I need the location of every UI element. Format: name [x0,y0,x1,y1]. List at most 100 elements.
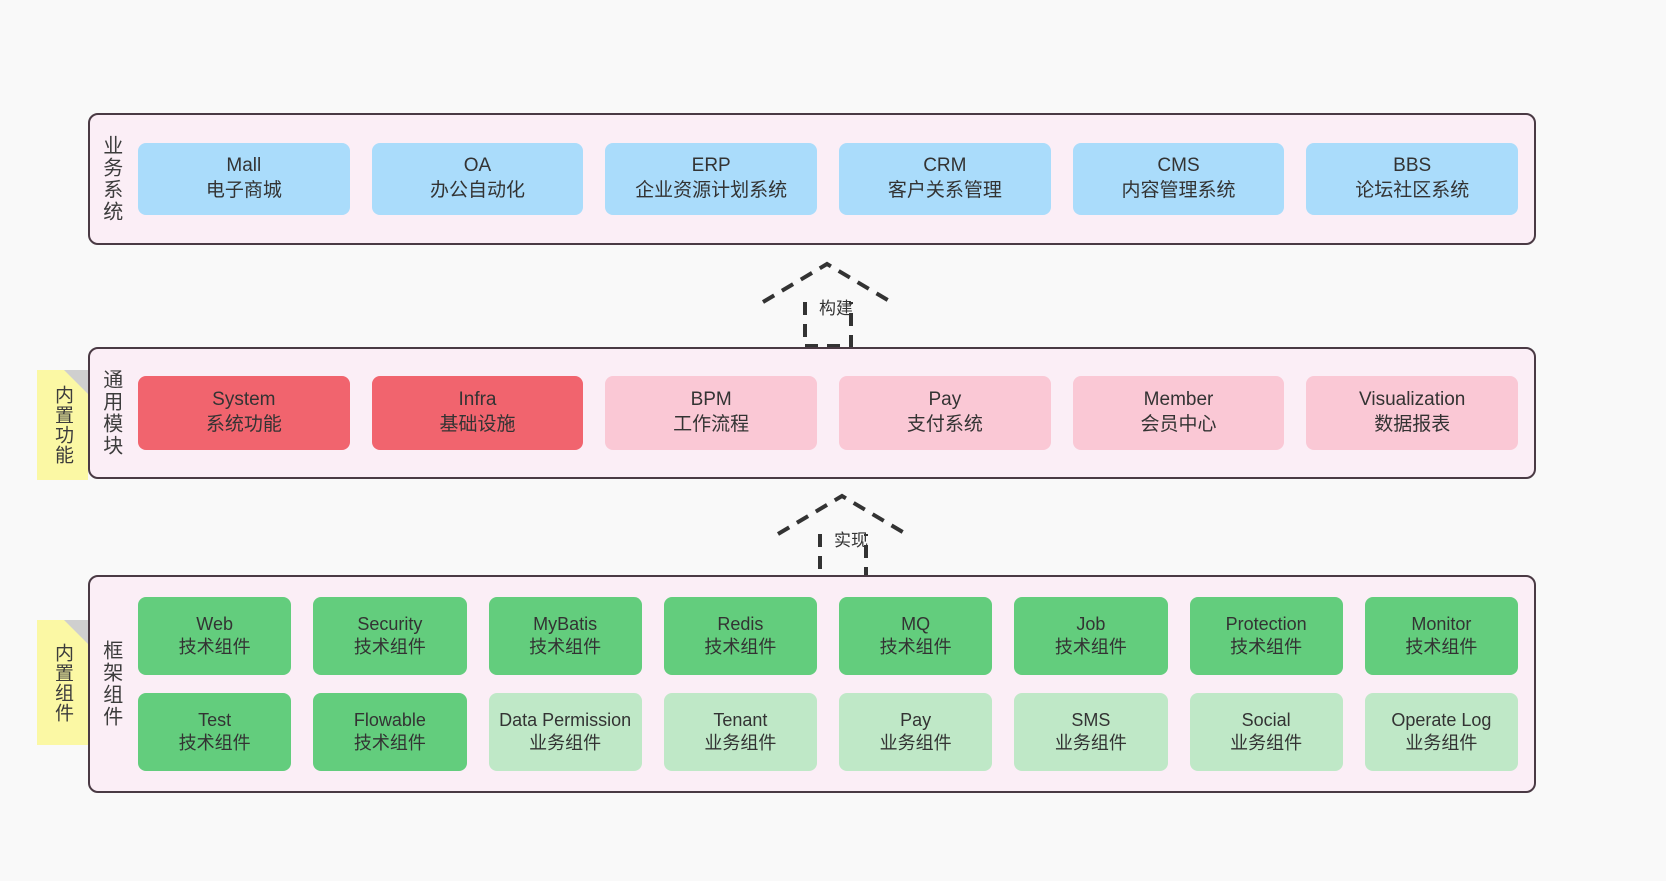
card-pay-module[interactable]: Pay 支付系统 [839,376,1051,450]
arrow-label-implement: 实现 [834,531,868,550]
card-title: ERP [691,155,731,177]
card-redis[interactable]: Redis 技术组件 [663,597,817,675]
card-subtitle: 技术组件 [353,733,426,753]
generalization-arrow-icon [761,261,893,348]
card-title: Web [196,613,233,634]
card-crm[interactable]: CRM 客户关系管理 [839,143,1051,215]
card-title: Test [198,709,232,730]
card-subtitle: 技术组件 [353,637,426,657]
card-title: Data Permission [499,709,632,730]
card-title: MyBatis [533,613,598,634]
card-oa[interactable]: OA 办公自动化 [371,143,584,215]
card-member[interactable]: Member 会员中心 [1072,376,1285,450]
layer-title-framework: 框架组件 [99,640,122,728]
card-title: Infra [458,389,497,411]
card-bbs[interactable]: BBS 论坛社区系统 [1306,143,1519,215]
card-visualization[interactable]: Visualization 数据报表 [1306,376,1519,450]
card-subtitle: 业务组件 [1054,733,1127,753]
card-subtitle: 系统功能 [205,414,282,435]
card-subtitle: 基础设施 [439,414,516,435]
card-subtitle: 技术组件 [178,637,251,657]
card-pay-component[interactable]: Pay 业务组件 [839,693,993,771]
card-web[interactable]: Web 技术组件 [138,597,292,675]
framework-card-row-1: Web 技术组件 Security 技术组件 MyBatis 技术组件 Redi… [138,597,1518,675]
layer-title-modules: 通用模块 [99,369,122,457]
layer-body-framework: Web 技术组件 Security 技术组件 MyBatis 技术组件 Redi… [130,577,1534,791]
folded-corner-icon [64,370,88,394]
card-social[interactable]: Social 业务组件 [1189,693,1343,771]
card-data-permission[interactable]: Data Permission 业务组件 [488,693,642,771]
card-title: Flowable [353,709,426,730]
card-test[interactable]: Test 技术组件 [138,693,292,771]
card-subtitle: 企业资源计划系统 [635,180,788,201]
card-subtitle: 业务组件 [529,733,602,753]
card-subtitle: 工作流程 [673,414,750,435]
card-title: BPM [690,389,732,411]
folded-corner-icon [64,620,88,644]
arrow-build: 构建 [757,258,902,348]
arrow-implement: 实现 [772,490,917,580]
card-subtitle: 业务组件 [1405,733,1478,753]
layer-common-modules: 通用模块 System 系统功能 Infra 基础设施 BPM 工作流程 Pay… [88,347,1536,479]
sticky-tab-builtin-features: 内置功能 [37,370,88,480]
card-cms[interactable]: CMS 内容管理系统 [1072,143,1285,215]
layer-business-systems: 业务系统 Mall 电子商城 OA 办公自动化 ERP 企业资源计划系统 CRM… [88,113,1536,245]
card-subtitle: 技术组件 [1054,637,1127,657]
card-subtitle: 技术组件 [1405,637,1478,657]
card-title: CMS [1157,155,1200,177]
card-subtitle: 数据报表 [1374,414,1451,435]
card-sms[interactable]: SMS 业务组件 [1014,693,1168,771]
card-title: Job [1076,613,1106,634]
arrow-label-build: 构建 [819,299,853,318]
card-subtitle: 业务组件 [879,733,952,753]
layer-body-modules: System 系统功能 Infra 基础设施 BPM 工作流程 Pay 支付系统… [130,349,1534,477]
card-subtitle: 技术组件 [879,637,952,657]
card-operate-log[interactable]: Operate Log 业务组件 [1364,693,1518,771]
sticky-tab-label: 内置组件 [52,642,73,723]
card-protection[interactable]: Protection 技术组件 [1189,597,1343,675]
card-flowable[interactable]: Flowable 技术组件 [313,693,467,771]
card-title: Visualization [1359,389,1466,411]
framework-card-row-2: Test 技术组件 Flowable 技术组件 Data Permission … [138,693,1518,771]
card-title: System [212,389,276,411]
card-security[interactable]: Security 技术组件 [313,597,467,675]
card-subtitle: 支付系统 [906,414,983,435]
card-system[interactable]: System 系统功能 [138,376,350,450]
card-erp[interactable]: ERP 企业资源计划系统 [605,143,818,215]
layer-body-business: Mall 电子商城 OA 办公自动化 ERP 企业资源计划系统 CRM 客户关系… [130,115,1534,243]
card-mall[interactable]: Mall 电子商城 [138,143,350,215]
card-title: Security [357,613,423,634]
card-title: OA [463,155,492,177]
card-subtitle: 客户关系管理 [887,180,1002,201]
layer-framework-components: 框架组件 Web 技术组件 Security 技术组件 MyBatis 技术组件… [88,575,1536,793]
modules-card-row: System 系统功能 Infra 基础设施 BPM 工作流程 Pay 支付系统… [138,376,1519,450]
card-subtitle: 论坛社区系统 [1355,180,1470,201]
sticky-tab-label: 内置功能 [52,385,73,465]
card-subtitle: 技术组件 [178,733,251,753]
card-title: Monitor [1411,613,1472,634]
card-title: MQ [901,613,931,634]
card-title: Redis [717,613,764,634]
card-mq[interactable]: MQ 技术组件 [839,597,993,675]
card-subtitle: 业务组件 [704,733,777,753]
business-card-row: Mall 电子商城 OA 办公自动化 ERP 企业资源计划系统 CRM 客户关系… [138,143,1519,215]
card-title: Tenant [713,709,768,730]
card-title: SMS [1071,709,1111,730]
card-tenant[interactable]: Tenant 业务组件 [663,693,817,771]
card-job[interactable]: Job 技术组件 [1014,597,1168,675]
card-subtitle: 内容管理系统 [1121,180,1236,201]
card-title: Member [1143,389,1214,411]
card-mybatis[interactable]: MyBatis 技术组件 [488,597,642,675]
card-bpm[interactable]: BPM 工作流程 [605,376,818,450]
layer-title-business: 业务系统 [99,135,122,223]
card-title: Pay [928,389,962,411]
card-title: BBS [1393,155,1432,177]
card-subtitle: 电子商城 [205,180,282,201]
card-infra[interactable]: Infra 基础设施 [371,376,584,450]
card-title: Social [1241,709,1291,730]
card-monitor[interactable]: Monitor 技术组件 [1364,597,1518,675]
card-subtitle: 业务组件 [1230,733,1303,753]
card-subtitle: 办公自动化 [430,180,526,201]
card-title: Operate Log [1391,709,1492,730]
